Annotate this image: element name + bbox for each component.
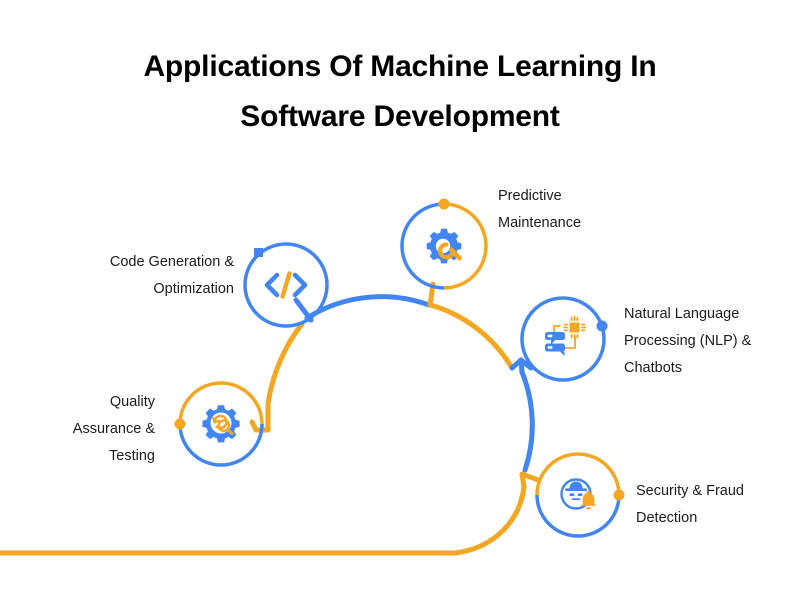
title-line-2: Software Development — [240, 100, 560, 133]
central-arc-orange-left — [265, 321, 305, 407]
code-brackets-icon — [264, 271, 308, 299]
label-security: Security & Fraud Detection — [636, 483, 744, 526]
ring-dot — [613, 489, 625, 501]
node-quality-assurance[interactable] — [174, 381, 264, 467]
ring-dot — [438, 198, 450, 210]
ring-dot — [596, 320, 608, 332]
central-arc-orange-right — [434, 304, 515, 371]
label-quality-assurance: Quality Assurance & Testing — [72, 394, 155, 464]
spy-bell-icon — [560, 478, 596, 510]
ring-arc-blue — [520, 296, 606, 382]
central-arc-orange-bottom — [0, 484, 527, 556]
gear-magnifier-icon — [202, 405, 240, 443]
connector-quality-assurance — [249, 419, 271, 433]
ring-arc-blue — [535, 495, 621, 538]
title-line-1: Applications Of Machine Learning In — [143, 50, 657, 83]
connector-predictive-maintenance — [427, 281, 440, 310]
label-code-generation: Code Generation & Optimization — [109, 254, 234, 297]
ring-arc-blue — [243, 242, 329, 328]
central-arc-blue-lower — [519, 369, 535, 473]
ring-arc-blue — [400, 202, 444, 290]
ring-dot — [174, 418, 186, 430]
label-predictive-maintenance: Predictive Maintenance — [498, 188, 582, 231]
ring-dot — [254, 248, 263, 257]
ring-arc-orange — [535, 452, 621, 495]
gear-wrench-icon — [426, 228, 462, 264]
node-code-generation[interactable] — [243, 242, 329, 328]
ring-arc-orange — [444, 202, 488, 290]
label-nlp: Natural Language Processing (NLP) & Chat… — [624, 306, 752, 376]
node-security[interactable] — [535, 452, 625, 538]
node-predictive-maintenance[interactable] — [400, 198, 488, 290]
connector-security — [519, 471, 541, 490]
ring-arc-blue — [178, 424, 264, 467]
server-chip-icon — [545, 315, 587, 356]
connector-nlp-link — [518, 357, 525, 375]
ring-arc-orange — [178, 381, 264, 424]
page-title: Applications Of Machine Learning In Soft… — [0, 42, 800, 142]
node-nlp[interactable] — [520, 296, 608, 382]
